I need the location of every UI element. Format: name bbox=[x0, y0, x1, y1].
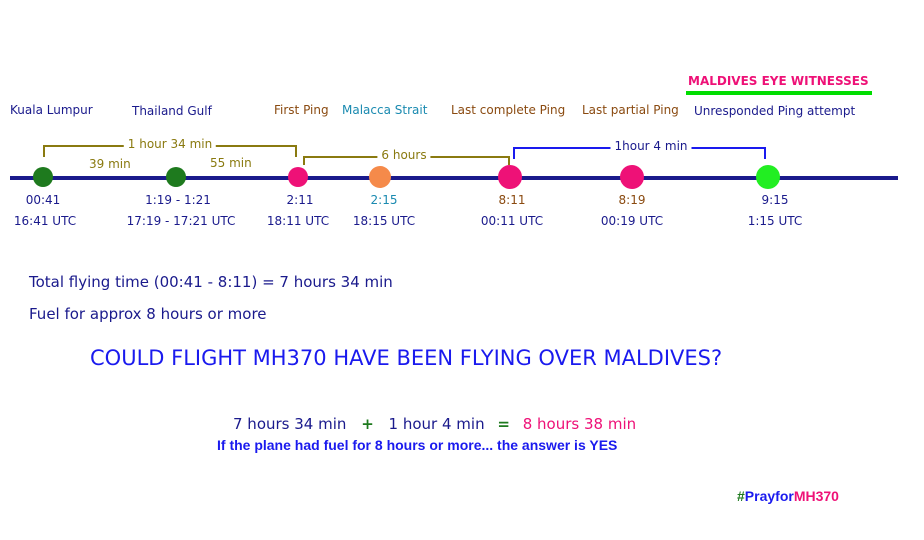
total-flying-time: Total flying time (00:41 - 8:11) = 7 hou… bbox=[29, 273, 393, 291]
location-unresponded-ping: Unresponded Ping attempt bbox=[694, 104, 856, 118]
label-segment-39min: 39 min bbox=[89, 157, 131, 171]
timeline-line bbox=[10, 176, 898, 180]
time-local-malacca-strait: 2:15 bbox=[370, 193, 398, 207]
equation-equals: = bbox=[497, 415, 510, 433]
hashtag-hash: # bbox=[737, 488, 745, 504]
time-local-first-ping: 2:11 bbox=[286, 193, 314, 207]
time-utc-kuala-lumpur: 16:41 UTC bbox=[13, 214, 77, 228]
conclusion: If the plane had fuel for 8 hours or mor… bbox=[217, 437, 618, 453]
equation-term-a: 7 hours 34 min bbox=[233, 415, 347, 433]
hashtag-prayfor: Prayfor bbox=[744, 488, 794, 504]
dot-last-partial-ping bbox=[620, 165, 644, 189]
time-utc-last-complete-ping: 00:11 UTC bbox=[480, 214, 544, 228]
dot-last-complete-ping bbox=[498, 165, 522, 189]
location-first-ping: First Ping bbox=[274, 103, 329, 117]
location-last-complete-ping: Last complete Ping bbox=[451, 103, 566, 117]
equation-result: 8 hours 38 min bbox=[522, 415, 637, 433]
hashtag-mh370: MH370 bbox=[793, 488, 839, 504]
label-total-span: 1 hour 34 min bbox=[123, 137, 217, 151]
location-last-partial-ping: Last partial Ping bbox=[582, 103, 679, 117]
dot-unresponded-ping bbox=[756, 165, 780, 189]
dot-thailand-gulf bbox=[166, 167, 186, 187]
equation: 7 hours 34 min + 1 hour 4 min = 8 hours … bbox=[233, 415, 636, 433]
time-local-last-partial-ping: 8:19 bbox=[618, 193, 646, 207]
equation-term-b: 1 hour 4 min bbox=[388, 415, 485, 433]
label-segment-55min: 55 min bbox=[210, 156, 252, 170]
label-six-hours: 6 hours bbox=[377, 148, 431, 162]
time-local-kuala-lumpur: 00:41 bbox=[25, 193, 61, 207]
time-local-last-complete-ping: 8:11 bbox=[498, 193, 526, 207]
location-malacca-strait: Malacca Strait bbox=[342, 103, 428, 117]
time-utc-last-partial-ping: 00:19 UTC bbox=[600, 214, 664, 228]
dot-kuala-lumpur bbox=[33, 167, 53, 187]
dot-malacca-strait bbox=[369, 166, 391, 188]
witness-title: MALDIVES EYE WITNESSES bbox=[688, 74, 869, 88]
time-utc-unresponded-ping: 1:15 UTC bbox=[747, 214, 803, 228]
time-utc-first-ping: 18:11 UTC bbox=[266, 214, 330, 228]
headline: COULD FLIGHT MH370 HAVE BEEN FLYING OVER… bbox=[90, 346, 723, 370]
time-local-unresponded-ping: 9:15 bbox=[761, 193, 789, 207]
hashtag: #PrayforMH370 bbox=[737, 488, 839, 504]
equation-plus: + bbox=[361, 415, 374, 433]
label-one-hour-four: 1hour 4 min bbox=[610, 139, 692, 153]
time-utc-thailand-gulf: 17:19 - 17:21 UTC bbox=[126, 214, 236, 228]
dot-first-ping bbox=[288, 167, 308, 187]
witness-underline bbox=[686, 91, 872, 95]
fuel-note: Fuel for approx 8 hours or more bbox=[29, 305, 267, 323]
time-local-thailand-gulf: 1:19 - 1:21 bbox=[145, 193, 211, 207]
time-utc-malacca-strait: 18:15 UTC bbox=[352, 214, 416, 228]
location-kuala-lumpur: Kuala Lumpur bbox=[10, 103, 93, 117]
location-thailand-gulf: Thailand Gulf bbox=[132, 104, 212, 118]
